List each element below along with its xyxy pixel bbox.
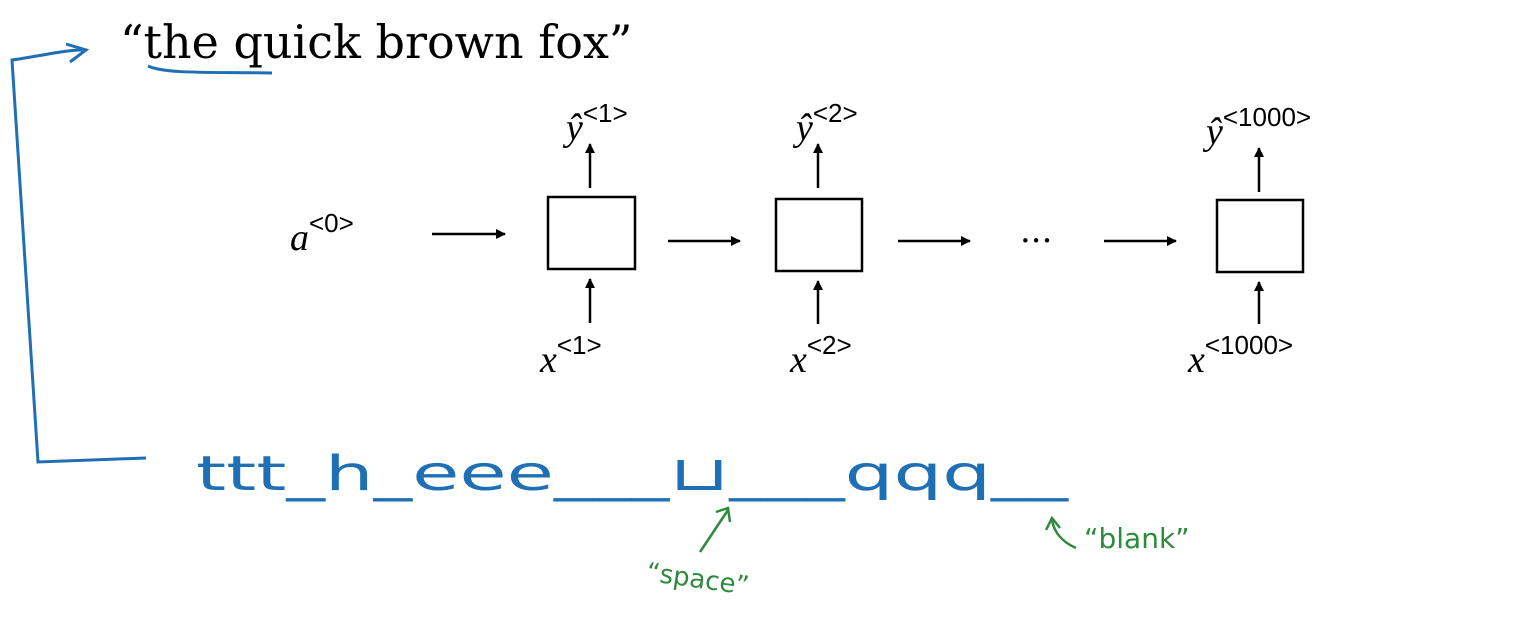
bracket-line <box>10 48 147 464</box>
rnn-cell-1 <box>546 195 637 271</box>
ellipsis: ··· <box>1020 221 1052 261</box>
blank-annotation: “blank” <box>1084 522 1190 555</box>
input-x1000: x<1000> <box>1187 330 1293 381</box>
activation-a0: a<0> <box>290 208 354 259</box>
ctc-output-sequence: ttt_h_eee___⊔___qqq__ <box>196 446 1070 502</box>
bracket-arrow-head <box>65 42 90 64</box>
space-pointer-arrow <box>698 506 732 553</box>
rnn-cell-2 <box>774 197 864 273</box>
rnn-cell-3 <box>1215 198 1305 274</box>
space-annotation: “space” <box>644 558 750 602</box>
output-y1: ŷ<1> <box>562 98 628 149</box>
input-x2: x<2> <box>789 330 852 381</box>
input-sentence: “the quick brown fox” <box>120 15 632 69</box>
sentence-underline <box>147 64 273 75</box>
output-y1000: ŷ<1000> <box>1202 102 1311 153</box>
blank-pointer-arrow <box>1044 515 1077 550</box>
output-y2: ŷ<2> <box>792 98 858 149</box>
input-x1: x<1> <box>539 330 602 381</box>
